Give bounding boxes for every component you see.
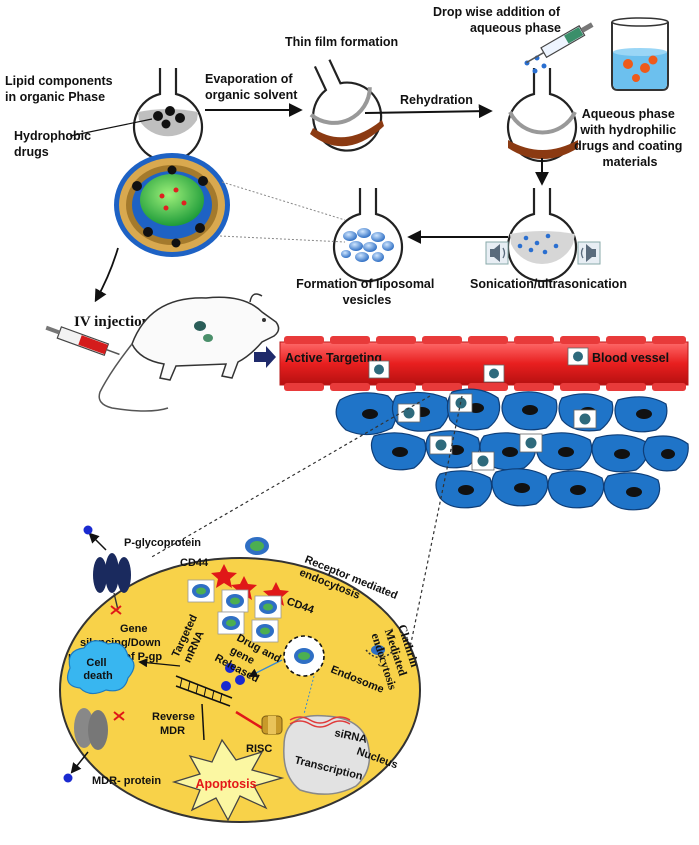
- hydrophobic-drugs-label: Hydrophobic drugs: [14, 129, 95, 159]
- flask-sonication: [506, 188, 578, 283]
- endosome-path: [303, 675, 315, 715]
- mrna-strand: [175, 675, 233, 707]
- blood-vessel-label: Blood vessel: [592, 351, 669, 365]
- zoom-line: [221, 181, 346, 221]
- p-glycoprotein-label: P-glycoprotein: [124, 537, 201, 549]
- liposome-receptor-bound: [187, 537, 282, 643]
- drop-wise-label: Drop wise addition of aqueous phase: [433, 5, 564, 35]
- sirna-strand: [289, 720, 351, 728]
- nucleus: [283, 714, 371, 795]
- formation-label: Formation of liposomal vesicles: [296, 277, 438, 307]
- reverse-mdr-line: [201, 703, 205, 741]
- arrow-rehydration: [364, 104, 493, 119]
- mdr-protein: [63, 708, 125, 783]
- syringe-icon: [526, 22, 594, 64]
- flask-lipid-organic: [132, 68, 204, 163]
- endosome: [283, 635, 325, 677]
- arrow-to-injection: [94, 247, 119, 303]
- sonication-label: Sonication/ultrasonication: [470, 277, 627, 291]
- aqueous-phase-label: Aqueous phase with hydrophilic drugs and…: [574, 107, 686, 169]
- speaker-icon: [577, 241, 601, 265]
- iv-injection-label: IV injection: [74, 314, 151, 330]
- risc-link: [235, 710, 263, 730]
- beaker-aqueous-phase: [611, 17, 669, 91]
- active-targeting-label: Active Targeting: [285, 351, 382, 365]
- speaker-icon: [485, 241, 509, 265]
- cell-death-cloud: [67, 640, 135, 695]
- lipid-components-label: Lipid components in organic Phase: [5, 74, 116, 104]
- released-drugs: [221, 659, 283, 691]
- aqueous-drop: [541, 63, 547, 69]
- arrow-to-death: [138, 658, 181, 668]
- hydrophobic-drug-dot: [153, 111, 163, 121]
- zoom-line: [397, 395, 463, 707]
- zoom-line: [219, 235, 346, 243]
- flask-liposomal-vesicles: [332, 188, 404, 283]
- risc-label: RISC: [246, 743, 272, 755]
- aqueous-drop: [532, 68, 538, 74]
- liposome-cross-section: [114, 153, 230, 257]
- hydrophobic-drug-dot: [161, 119, 171, 129]
- liposome-in-vessel: [368, 347, 589, 383]
- sirna-strand: [289, 716, 351, 724]
- p-glycoprotein: [83, 525, 131, 593]
- inhibition-cross: [110, 592, 122, 615]
- rehydration-label: Rehydration: [400, 93, 473, 107]
- heater-pad: [310, 120, 384, 147]
- reverse-mdr-label: Reverse MDR: [152, 711, 198, 737]
- syringe-icon: [45, 325, 120, 356]
- thin-film-label: Thin film formation: [285, 35, 398, 49]
- evaporation-label: Evaporation of organic solvent: [205, 72, 298, 102]
- tumor-tissue: [335, 388, 689, 511]
- apoptosis-label: Apoptosis: [195, 777, 256, 791]
- mdr-protein-label: MDR- protein: [92, 775, 161, 787]
- cd44-top-label: CD44: [180, 557, 209, 569]
- rat-icon: [98, 293, 280, 412]
- zoom-line: [149, 395, 431, 559]
- apoptosis-burst: [171, 738, 285, 822]
- heater-pad: [508, 140, 578, 159]
- flask-thin-film: [309, 59, 383, 152]
- clathrin-pit: [365, 645, 393, 659]
- hydrophobic-pointer: [69, 118, 153, 137]
- risc-complex: [261, 715, 283, 735]
- hydrophobic-drug-dot: [165, 106, 175, 116]
- cell-death-label: Cell death: [83, 657, 113, 682]
- hydrophobic-drug-dot: [175, 113, 185, 123]
- arrow-right-icon: [254, 346, 276, 368]
